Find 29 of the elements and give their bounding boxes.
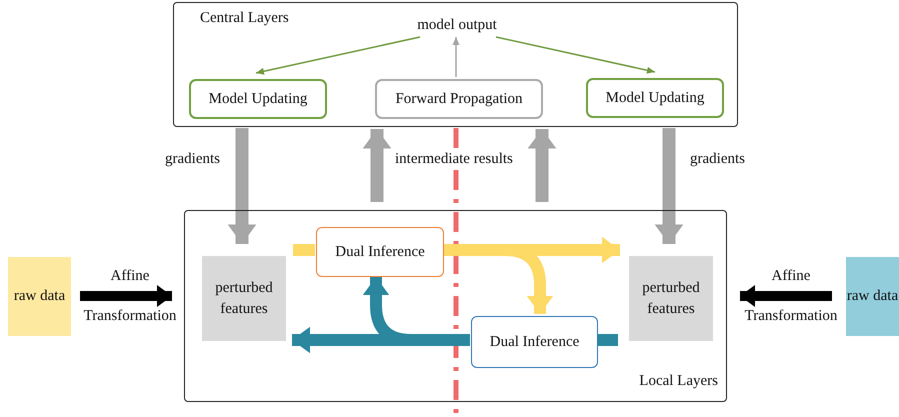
layer-panel: [173, 2, 738, 127]
output-label: model output: [409, 14, 505, 36]
process-box: Dual Inference: [316, 227, 444, 277]
arrow: [228, 128, 256, 244]
edge-label: gradients: [690, 151, 745, 168]
edge-label: gradients: [165, 151, 220, 168]
arrow: [452, 37, 460, 77]
feature-box: perturbed features: [202, 256, 286, 341]
connector-line: [597, 334, 618, 346]
process-box: Model Updating: [189, 79, 327, 119]
layer-panel: [184, 210, 727, 402]
process-box: Model Updating: [586, 78, 724, 118]
edge-label: Affine Transformation: [82, 267, 178, 326]
panel-title: Local Layers: [639, 372, 718, 391]
feature-box: perturbed features: [629, 256, 713, 341]
edge-label: Affine Transformation: [744, 267, 838, 326]
arrow: [80, 285, 172, 307]
connector-line: [293, 244, 315, 256]
process-box: Dual Inference: [471, 316, 598, 368]
arrow: [362, 129, 392, 202]
data-box: raw data: [846, 257, 899, 336]
arrow: [654, 128, 684, 244]
process-box: Forward Propagation: [375, 79, 543, 119]
arrow: [256, 36, 420, 75]
arrow: [496, 36, 656, 74]
arrow: [528, 129, 556, 202]
panel-title: Central Layers: [200, 9, 289, 28]
data-box: raw data: [8, 257, 71, 336]
arrow: [740, 285, 832, 307]
